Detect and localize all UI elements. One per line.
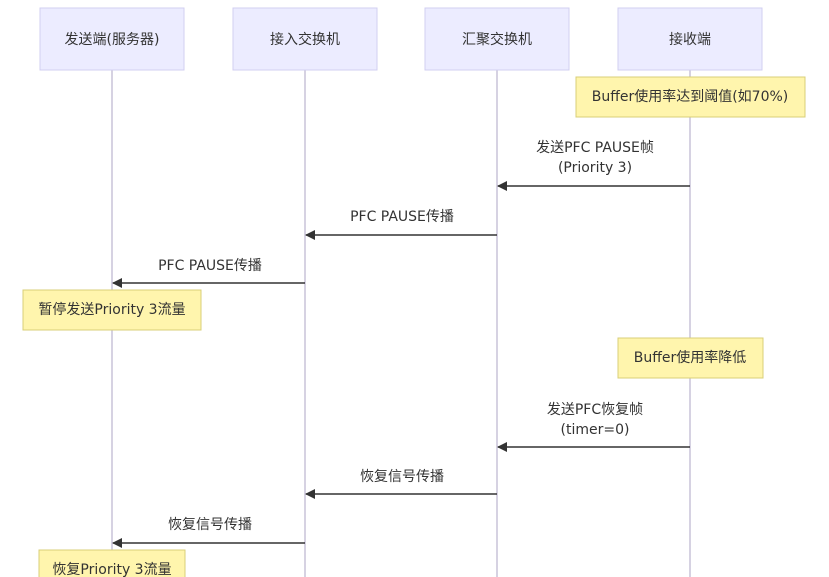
message-label: PFC PAUSE传播 (350, 209, 454, 225)
participant-label: 接入交换机 (270, 31, 340, 48)
participant-sender: 发送端(服务器) (39, 7, 185, 71)
message-resume-propagation-1: 恢复信号传播 (305, 468, 497, 499)
note-text: 暂停发送Priority 3流量 (38, 301, 185, 318)
message-pfc-resume-frame: 发送PFC恢复帧 (timer=0) (497, 401, 690, 452)
message-resume-propagation-2: 恢复信号传播 (112, 516, 305, 548)
message-label: (timer=0) (561, 422, 630, 438)
message-label: 发送PFC PAUSE帧 (536, 140, 654, 156)
participant-receiver: 接收端 (617, 7, 763, 71)
participant-label: 接收端 (669, 31, 711, 48)
message-pfc-pause-frame: 发送PFC PAUSE帧 (Priority 3) (497, 140, 690, 191)
message-label: 恢复信号传播 (360, 468, 444, 485)
note-pause-sending: 暂停发送Priority 3流量 (22, 289, 202, 331)
participant-access-switch: 接入交换机 (232, 7, 378, 71)
note-text: 恢复Priority 3流量 (52, 561, 171, 577)
message-label: 发送PFC恢复帧 (547, 401, 643, 418)
message-label: PFC PAUSE传播 (158, 258, 262, 274)
message-pfc-pause-propagation-1: PFC PAUSE传播 (305, 209, 497, 240)
note-resume-traffic: 恢复Priority 3流量 (38, 549, 186, 577)
participant-aggregation-switch: 汇聚交换机 (424, 7, 570, 71)
message-label: (Priority 3) (558, 160, 632, 176)
participant-label: 汇聚交换机 (462, 31, 532, 48)
note-buffer-decreased: Buffer使用率降低 (617, 337, 764, 379)
participant-label: 发送端(服务器) (65, 32, 160, 48)
note-text: Buffer使用率达到阈值(如70%) (592, 88, 789, 105)
note-text: Buffer使用率降低 (634, 349, 747, 366)
note-buffer-threshold: Buffer使用率达到阈值(如70%) (575, 76, 806, 118)
message-label: 恢复信号传播 (168, 516, 252, 533)
message-pfc-pause-propagation-2: PFC PAUSE传播 (112, 258, 305, 288)
